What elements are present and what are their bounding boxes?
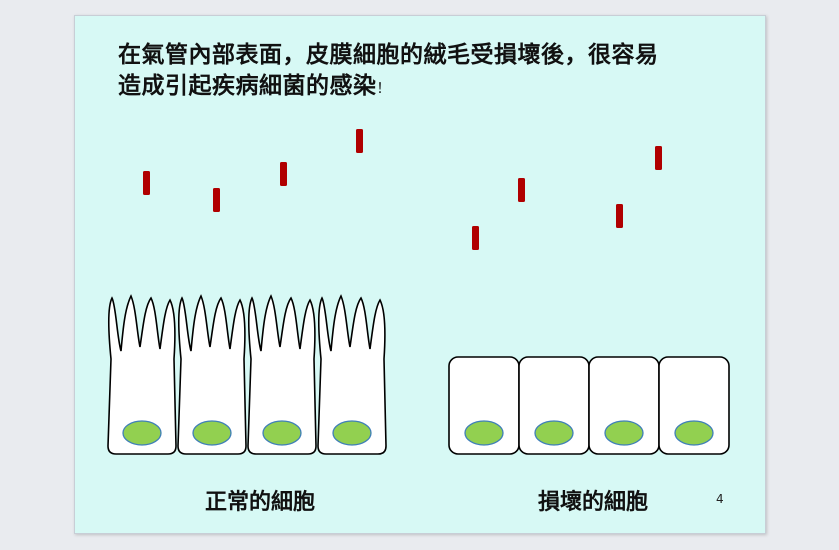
damaged-cell xyxy=(448,356,520,455)
page-number: 4 xyxy=(716,492,724,506)
damaged-cell xyxy=(658,356,730,455)
bacterium xyxy=(143,171,150,195)
damaged-cell xyxy=(518,356,590,455)
title-line-1: 在氣管內部表面，皮膜細胞的絨毛受損壞後，很容易 xyxy=(118,42,659,68)
cell-nucleus xyxy=(464,420,504,446)
bacterium xyxy=(472,226,479,250)
ciliated-cell-body xyxy=(177,294,247,455)
normal-cell xyxy=(177,294,247,455)
normal-cell xyxy=(317,294,387,455)
cell-nucleus xyxy=(332,420,372,446)
bacterium xyxy=(616,204,623,228)
caption-normal-cells: 正常的細胞 xyxy=(205,490,316,515)
damaged-cell xyxy=(588,356,660,455)
normal-cell xyxy=(247,294,317,455)
bacterium xyxy=(655,146,662,170)
slide-title: 在氣管內部表面，皮膜細胞的絨毛受損壞後，很容易造成引起疾病細菌的感染！ xyxy=(118,40,758,105)
ciliated-cell-body xyxy=(317,294,387,455)
cell-nucleus xyxy=(122,420,162,446)
cell-nucleus xyxy=(534,420,574,446)
cell-nucleus xyxy=(674,420,714,446)
ciliated-cell-body xyxy=(107,294,177,455)
bacteria-group xyxy=(143,129,662,250)
bacterium xyxy=(213,188,220,212)
title-exclamation: ！ xyxy=(376,81,391,97)
cilia-diagram xyxy=(107,129,730,455)
normal-cell xyxy=(107,294,177,455)
damaged-cells-group xyxy=(448,356,730,455)
slide: 在氣管內部表面，皮膜細胞的絨毛受損壞後，很容易造成引起疾病細菌的感染！ 正常的細… xyxy=(74,15,766,534)
ciliated-cell-body xyxy=(247,294,317,455)
normal-cells-group xyxy=(107,294,387,455)
cell-nucleus xyxy=(604,420,644,446)
cell-nucleus xyxy=(192,420,232,446)
cell-nucleus xyxy=(262,420,302,446)
bacterium xyxy=(280,162,287,186)
caption-damaged-cells: 損壞的細胞 xyxy=(538,490,649,515)
bacterium xyxy=(518,178,525,202)
title-line-2: 造成引起疾病細菌的感染 xyxy=(118,73,377,99)
bacterium xyxy=(356,129,363,153)
